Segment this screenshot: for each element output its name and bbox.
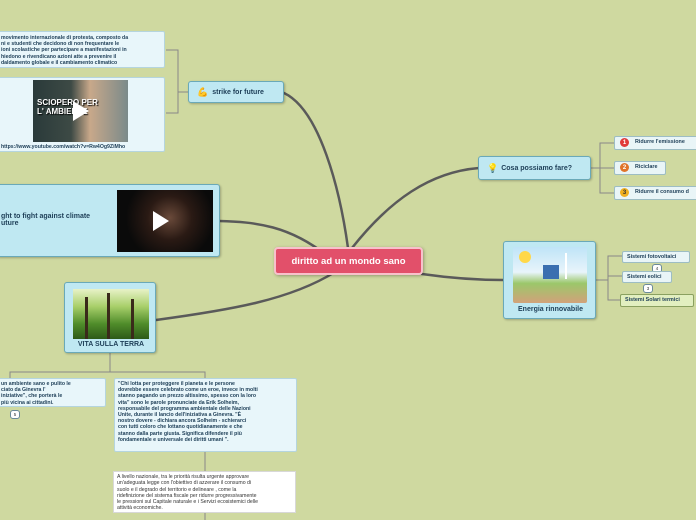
renewable-energy-image (513, 247, 587, 303)
life-label: VITA SULLA TERRA (77, 341, 145, 348)
energy-item[interactable]: Sistemi fotovoltaici (622, 251, 690, 263)
life-national-line: le pressioni sul Capitale naturale e i S… (117, 499, 258, 506)
number-1-icon: 1 (620, 138, 629, 147)
number-3-icon: 3 (620, 188, 629, 197)
solutions-label: Cosa possiamo fare? (501, 164, 573, 172)
solution-item[interactable]: Ridurre l'emissione (614, 136, 696, 150)
life-quote-line: Unite, durante il lancio dell'iniziativa… (118, 412, 242, 419)
life-left-note[interactable]: un ambiente sano e pulito le ciato da Gi… (0, 378, 106, 407)
fight-node[interactable]: ght to fight against climate uture (0, 184, 220, 257)
strike-node[interactable]: 💪 strike for future (188, 81, 284, 103)
strike-description[interactable]: movimento internazionale di protesta, co… (0, 31, 165, 68)
strike-label: strike for future (212, 88, 264, 96)
video-caption-line: SCIOPERO PER (37, 98, 98, 107)
energy-item[interactable]: Sistemi Solari termici (620, 294, 694, 307)
life-left-note-line: un ambiente sano e pulito le (1, 381, 71, 387)
life-left-note-line: iniziative", che porterà le (1, 393, 63, 400)
life-quote-line: responsabile del programma ambientale de… (118, 405, 251, 412)
link-center-life (154, 270, 337, 322)
solution-item-label: Riciclare (635, 164, 658, 170)
life-quote[interactable]: "Chi lotta per proteggere il pianeta e l… (114, 378, 297, 452)
solution-item[interactable]: Ridurre il consumo d (614, 186, 696, 200)
life-left-note-line: più vicina ai cittadini. (1, 399, 54, 406)
life-national-note[interactable]: A livello nazionale, tra le priorità ris… (113, 471, 296, 513)
energy-item-label: Sistemi eolici (627, 274, 662, 280)
life-left-note-line: ciato da Ginevra l' (1, 387, 46, 394)
fight-label-line: ght to fight against climate (1, 213, 91, 220)
energy-item-label: Sistemi Solari termici (625, 297, 680, 303)
solution-item-label: Ridurre il consumo d (635, 189, 689, 195)
strike-desc-line: daldamento globale e il cambiamento clim… (1, 59, 118, 66)
number-2-icon: 2 (620, 163, 629, 172)
link-center-strike (282, 91, 350, 250)
strike-video-thumbnail[interactable]: SCIOPERO PER L' AMBIENTE (33, 80, 128, 142)
link-center-solutions (350, 166, 481, 250)
link-center-energy (420, 272, 505, 282)
strike-desc-line: hiedono e rivendicano azioni atte a prev… (1, 53, 117, 60)
life-quote-line: nostro dovere - dichiara ancora Solheim … (118, 418, 247, 425)
strike-desc-line: movimento internazionale di protesta, co… (1, 35, 129, 41)
fight-label-line: uture (1, 220, 19, 227)
life-national-line: un'adeguata legge con l'obiettivo di azz… (117, 480, 252, 487)
energy-node[interactable]: Energia rinnovabile (503, 241, 596, 319)
life-quote-line: con tutti coloro che lottano quotidianam… (118, 424, 243, 431)
play-icon[interactable] (73, 101, 89, 121)
life-quote-line: "Chi lotta per proteggere il pianeta e l… (118, 381, 235, 387)
count-badge: 3 (643, 284, 653, 293)
strike-video-card[interactable]: SCIOPERO PER L' AMBIENTE https://www.you… (0, 77, 165, 152)
life-national-line: attività economiche. (117, 505, 163, 512)
life-quote-line: stanno pagando un prezzo altissimo, spes… (118, 393, 257, 400)
energy-label: Energia rinnovabile (518, 306, 583, 313)
strike-video-url[interactable]: https://www.youtube.com/watch?v=Rw4Og9Zi… (1, 144, 126, 150)
solution-item-label: Ridurre l'emissione (635, 139, 685, 145)
life-national-line: ridefinizione del sistema fiscale per ri… (117, 492, 257, 499)
energy-item[interactable]: Sistemi eolici (622, 271, 672, 283)
life-quote-line: vita" sono le parole pronunciate da Erik… (118, 399, 239, 406)
flexed-arm-icon: 💪 (197, 86, 209, 97)
life-national-line: suolo e il degrado del territorio e deli… (117, 486, 237, 493)
life-national-line: A livello nazionale, tra le priorità ris… (117, 474, 250, 480)
play-icon[interactable] (153, 211, 169, 231)
central-topic[interactable]: diritto ad un mondo sano (274, 247, 423, 275)
count-badge: 5 (10, 410, 20, 419)
life-quote-line: fondamentale e universale dei diritti um… (118, 436, 229, 443)
strike-desc-line: ioni scolastiche per partecipare a manif… (1, 47, 127, 54)
life-quote-line: stanno dalla parte giusta. Significa dif… (118, 430, 242, 437)
life-node[interactable]: VITA SULLA TERRA (64, 282, 156, 353)
lightbulb-icon: 💡 (487, 162, 499, 173)
energy-item-label: Sistemi fotovoltaici (627, 254, 677, 260)
fight-video-thumbnail[interactable] (117, 190, 213, 252)
strike-desc-line: ni e studenti che decidono di non freque… (1, 41, 120, 48)
life-quote-line: dovrebbe essere celebrato come un eroe, … (118, 387, 258, 394)
central-title: diritto ad un mondo sano (291, 255, 406, 267)
video-caption-line: L' AMBIENTE (37, 107, 88, 116)
solutions-node[interactable]: 💡 Cosa possiamo fare? (478, 156, 591, 180)
forest-image (73, 289, 149, 339)
